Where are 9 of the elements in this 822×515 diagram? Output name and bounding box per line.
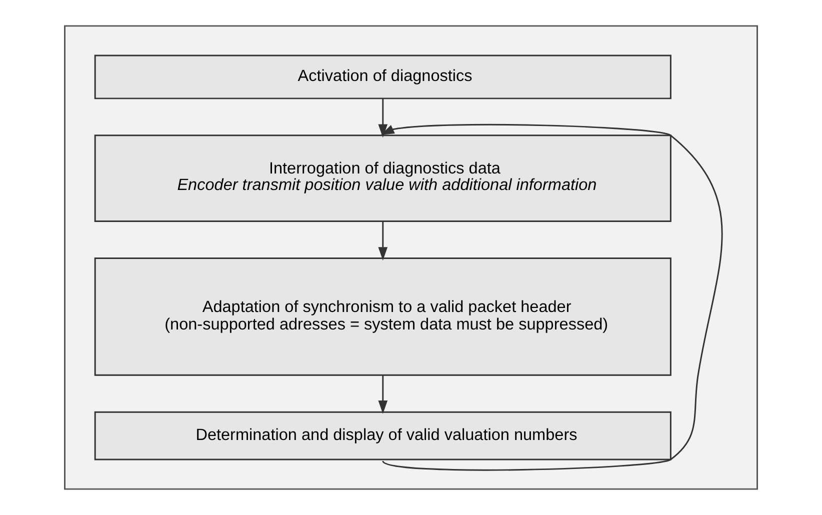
node-box: Interrogation of diagnostics data Encoder transmit position value with additional information (94, 134, 672, 222)
node-box: Adaptation of synchronism to a valid packet header (non-supported adresses = system data must be suppressed) (94, 258, 672, 376)
node-box: Determination and display of valid valuation numbers (94, 411, 672, 460)
arrow (378, 222, 388, 260)
arrow (378, 98, 388, 138)
arrow (380, 124, 723, 471)
cluster (64, 25, 758, 490)
arrow (378, 376, 388, 414)
node-box: Activation of diagnostics (94, 54, 672, 100)
